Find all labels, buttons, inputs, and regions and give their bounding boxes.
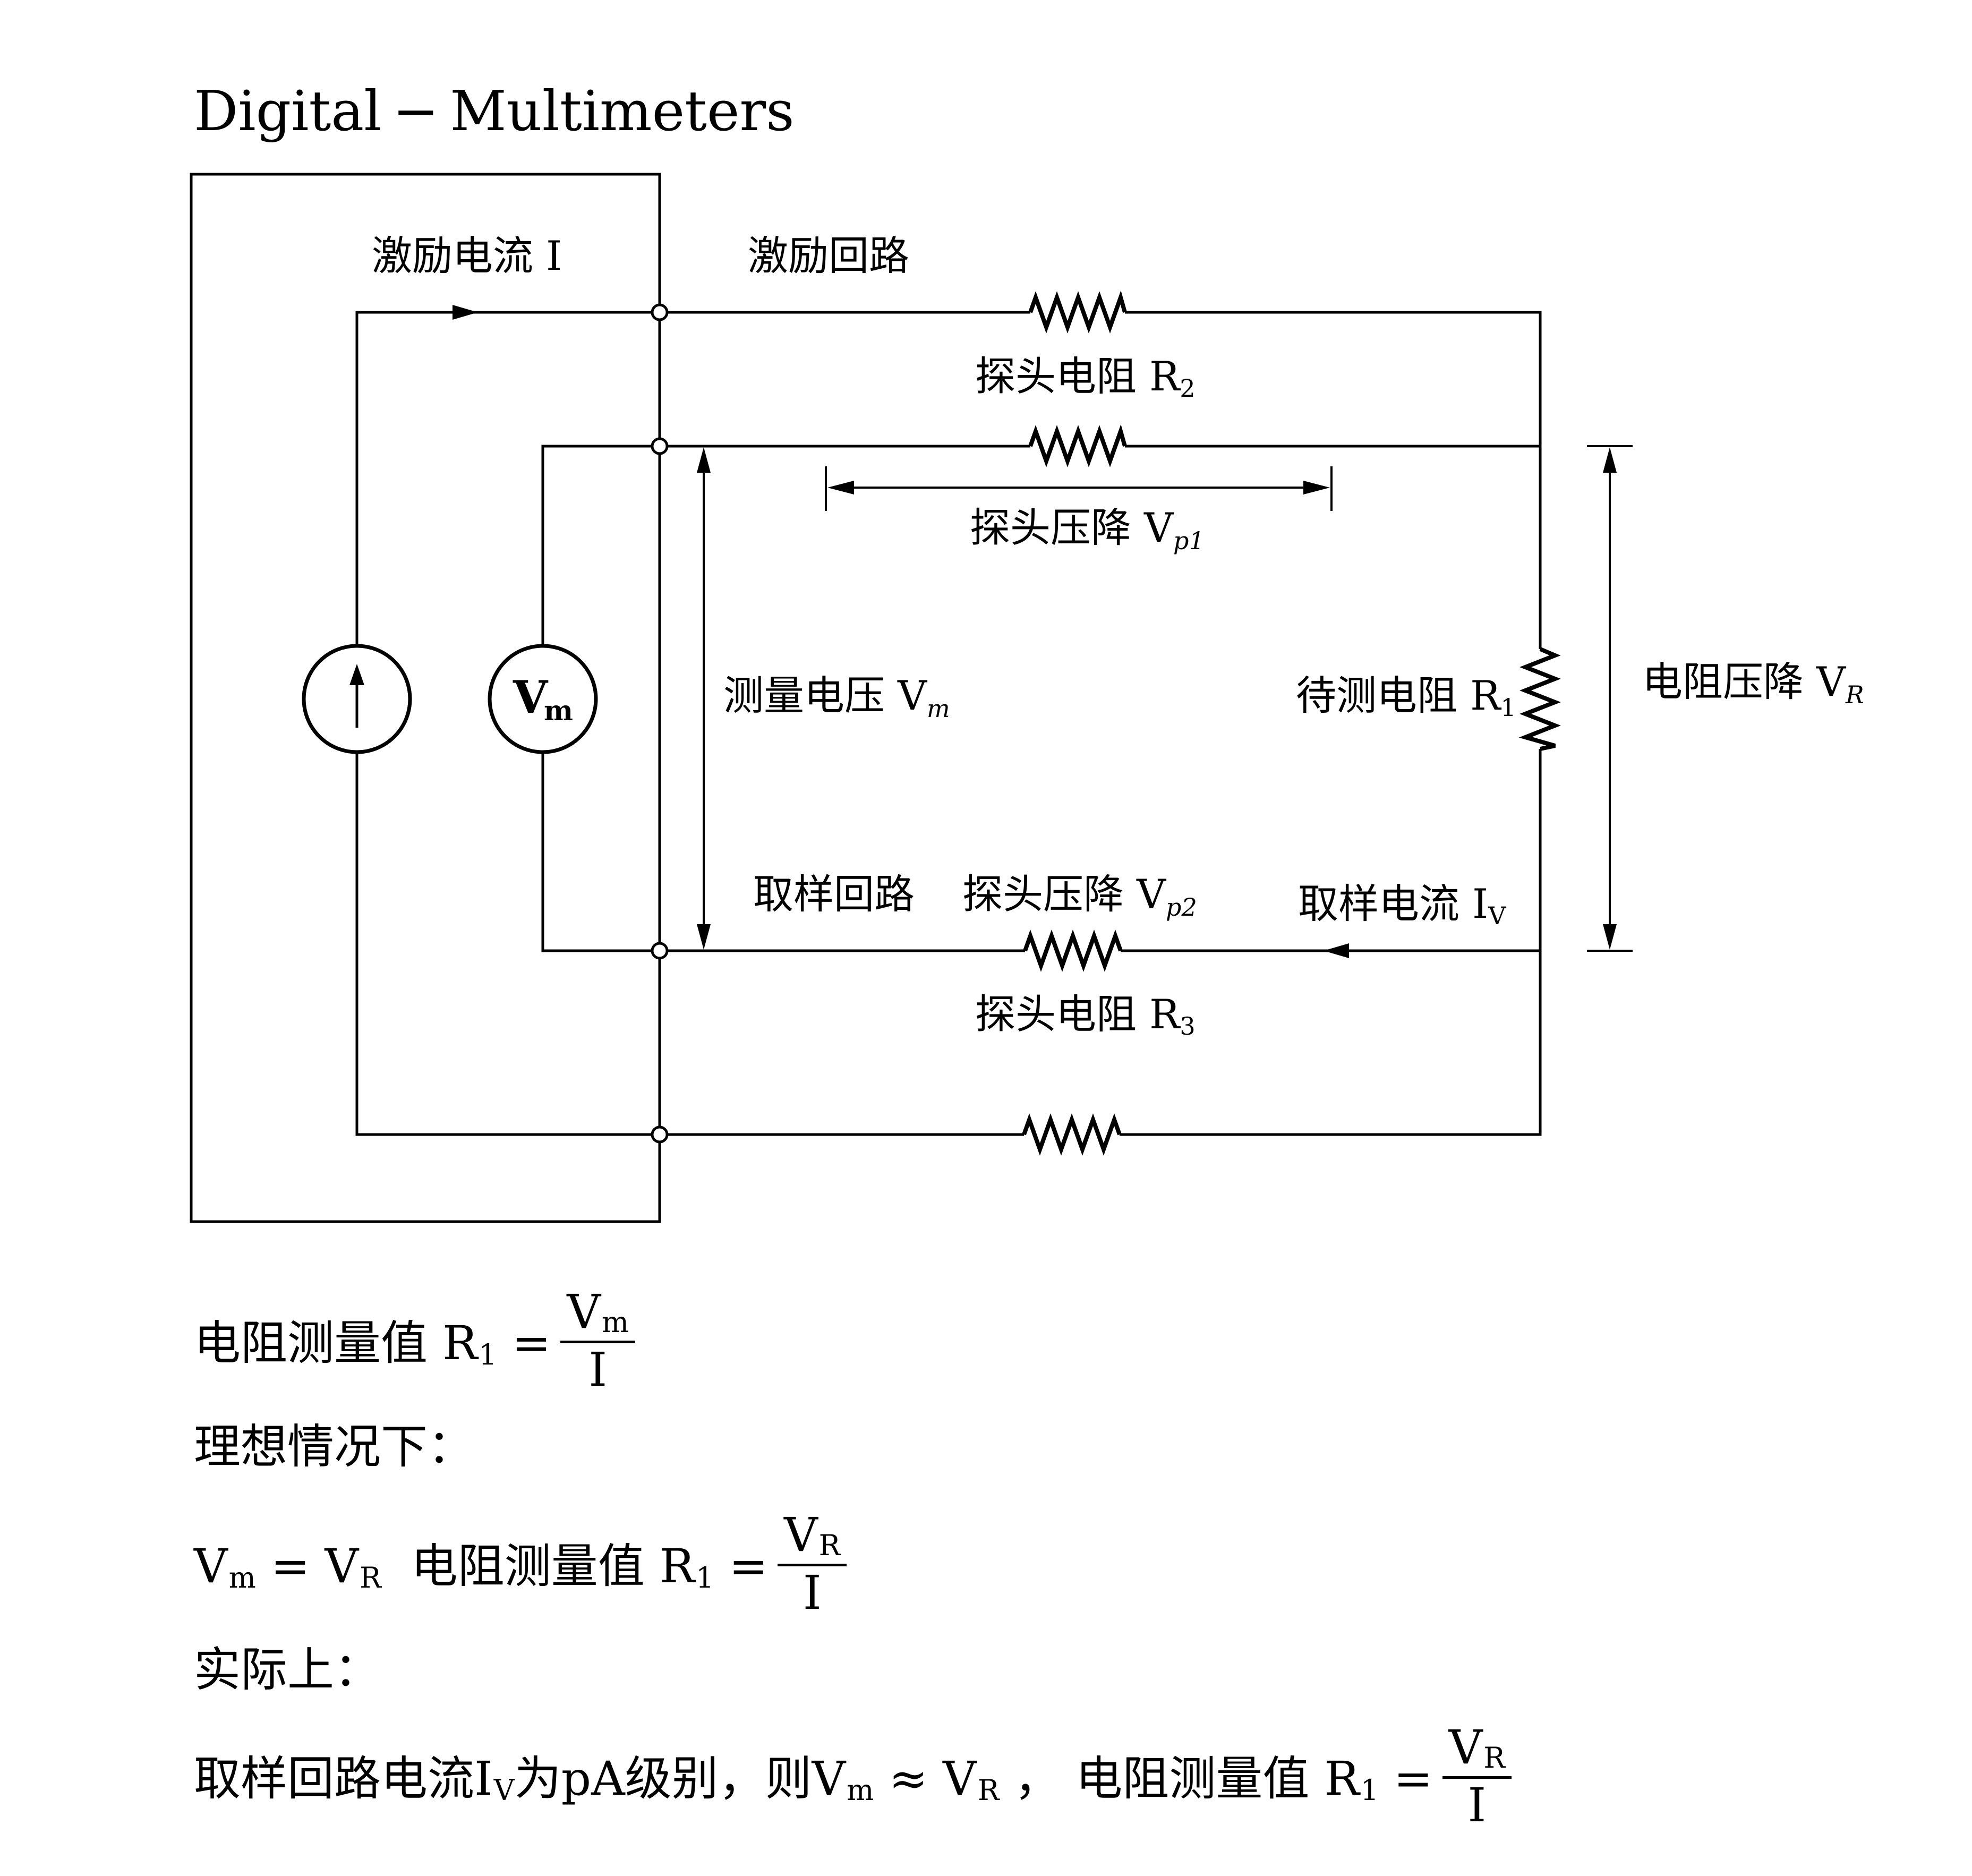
formula-line-4: 实际上：: [194, 1642, 381, 1697]
terminal-1: [651, 303, 669, 321]
current-source-icon: [302, 644, 412, 754]
probe-vp1-label: 探头压降 Vp1: [970, 504, 1205, 555]
resistor-drop-label: 电阻压降 VR: [1642, 658, 1864, 709]
excitation-loop-wires: [355, 311, 1542, 1136]
resistor-drop-arrow: [1587, 445, 1633, 952]
excitation-current-label: 激励电流 I: [372, 232, 562, 279]
probe-resistor-bottom: [1022, 1113, 1122, 1156]
voltmeter-symbol-sub: m: [544, 695, 573, 727]
terminal-4: [651, 1125, 669, 1144]
sampling-loop-wires: [541, 174, 1540, 1222]
probe-drop-vp1-arrow: [825, 466, 1333, 511]
probe-resistor-r3: [1023, 930, 1123, 972]
diagram-title: Digital − Multimeters: [194, 79, 795, 143]
measure-voltage-label: 测量电压 Vm: [723, 672, 950, 723]
sampling-current-label: 取样电流 IV: [1298, 880, 1506, 930]
circuit-diagram: Digital − Multimeters V m: [190, 79, 1864, 1223]
formula-line-2: 理想情况下：: [194, 1419, 475, 1474]
terminal-3: [651, 942, 669, 960]
excitation-loop-label: 激励回路: [748, 232, 909, 279]
probe-r3-label: 探头电阻 R3: [975, 991, 1196, 1041]
probe-vp2-label: 探头压降 Vp2: [962, 871, 1197, 922]
terminals: [651, 303, 669, 1144]
dut-r1-label: 待测电阻 R1: [1296, 672, 1516, 722]
measure-voltage-arrow: [697, 447, 711, 950]
excitation-current-arrow: [453, 305, 478, 320]
probe-r2-label: 探头电阻 R2: [975, 353, 1196, 403]
sampling-loop-label: 取样回路: [753, 871, 915, 918]
dut-resistor-r1: [1518, 647, 1561, 751]
sampling-current-arrow: [1324, 943, 1349, 958]
probe-resistor-r2: [1028, 290, 1127, 334]
terminal-2: [651, 437, 669, 455]
probe-resistor-sense-top: [1028, 424, 1127, 467]
voltmeter-symbol: V: [513, 671, 549, 723]
voltmeter-icon: V m: [488, 644, 598, 754]
